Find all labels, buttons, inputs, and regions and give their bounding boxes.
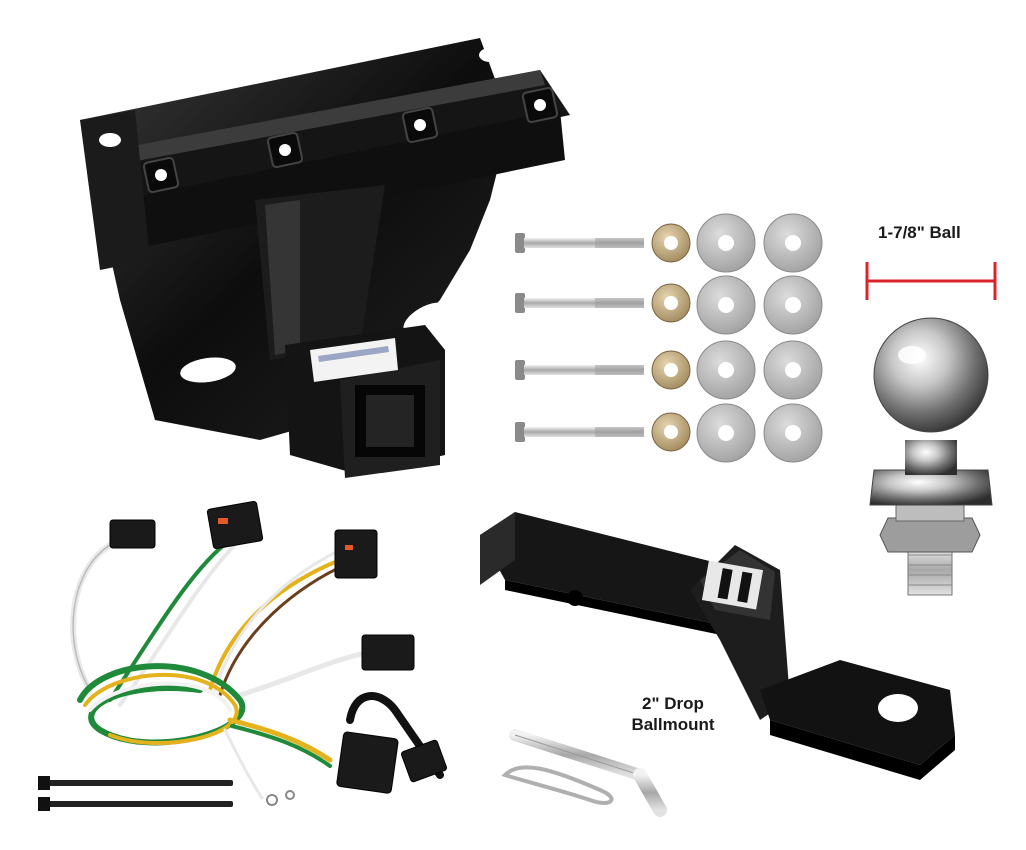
washer-icon <box>651 213 823 463</box>
ballmount-name-text: Ballmount <box>631 715 715 735</box>
cable-tie-icon <box>38 776 233 811</box>
ballmount-drop-text: 2" Drop <box>642 694 704 713</box>
ballmount-label: 2" Drop Ballmount <box>627 693 719 736</box>
bolt-icon <box>515 233 644 442</box>
hitch-ball-icon <box>869 317 993 596</box>
wiring-harness-icon <box>70 500 447 806</box>
ballmount-icon <box>480 512 955 780</box>
receiver-hitch-icon <box>80 38 570 478</box>
hitch-pin-icon <box>501 729 667 817</box>
ball-size-label: 1-7/8" Ball <box>878 223 961 242</box>
dimension-line <box>865 262 997 300</box>
